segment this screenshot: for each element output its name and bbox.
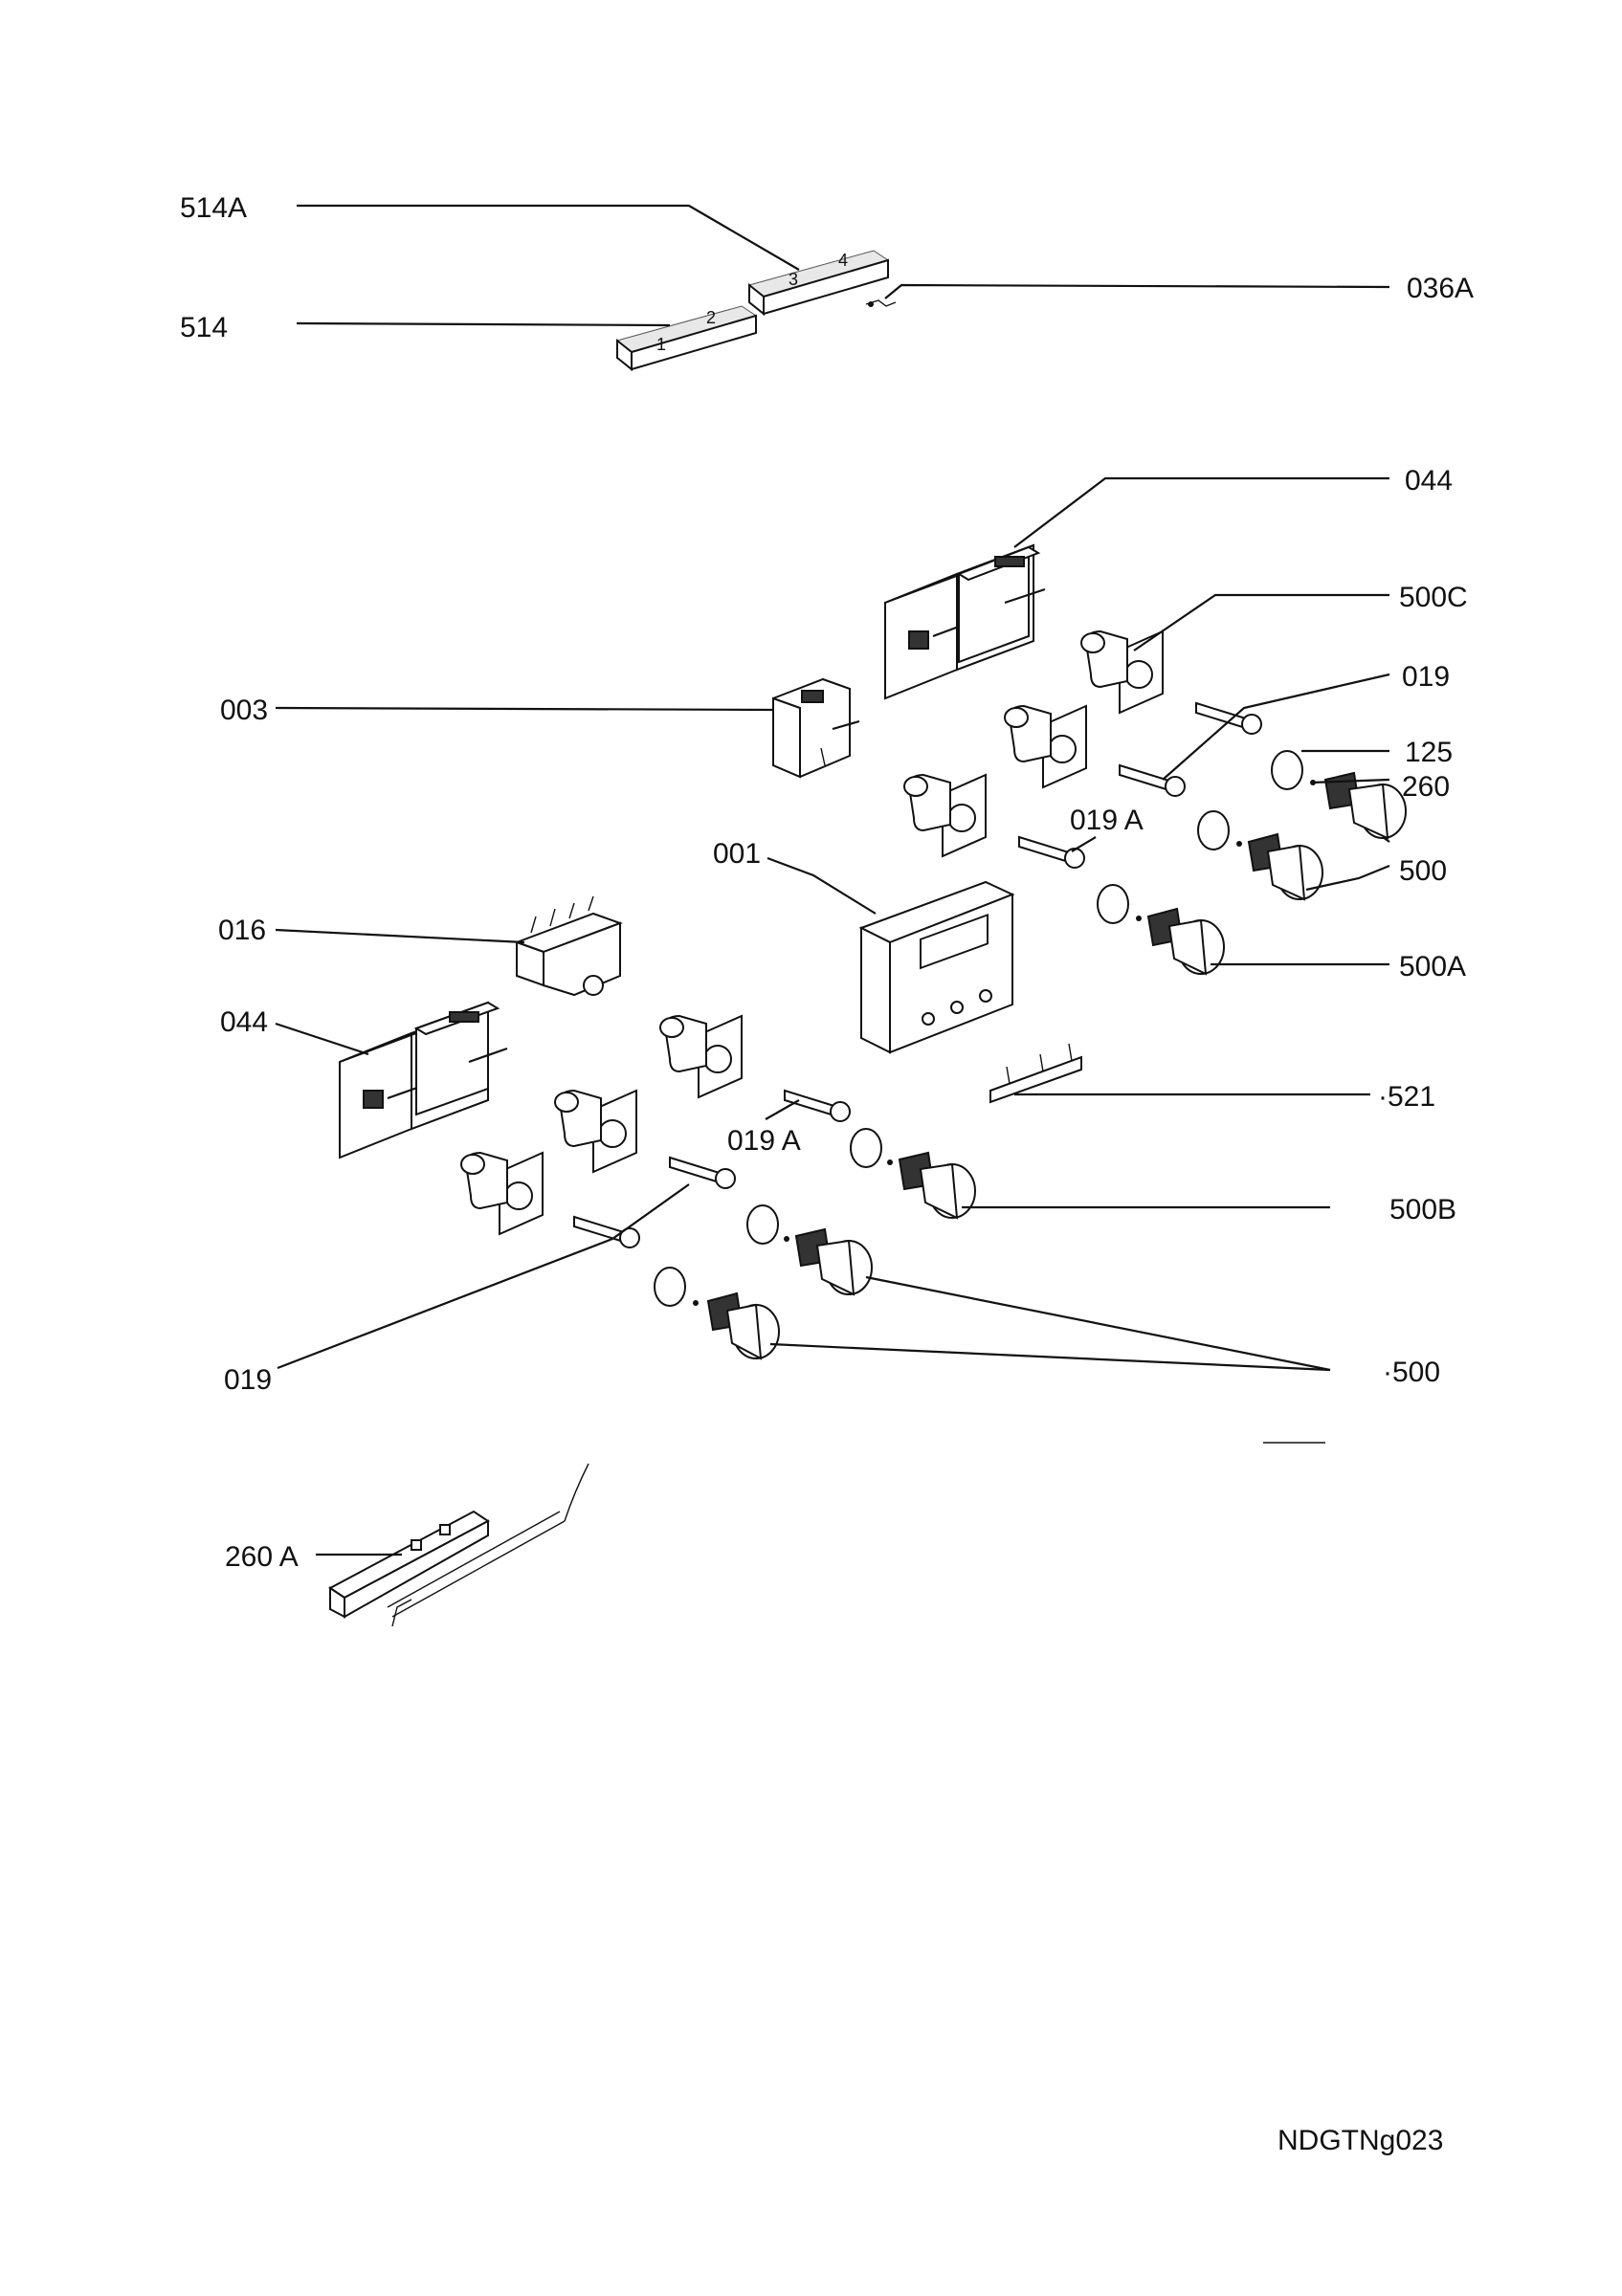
- shaft-019-lower-1: [669, 1156, 736, 1189]
- leader-001: [767, 856, 877, 915]
- shaft-019A-lower: [784, 1089, 851, 1122]
- knob-500-upper-1: [1310, 771, 1407, 840]
- knob-500-upper-2: [1236, 832, 1323, 901]
- leader-044-lower: [275, 1022, 369, 1056]
- leader-500-upper-b: [1382, 836, 1390, 843]
- bracket-260A: [328, 1463, 589, 1627]
- terminal-block-514A: 3 4: [747, 250, 890, 317]
- ring-upper-2: [1197, 810, 1230, 850]
- label-500B: 500B: [1389, 1194, 1456, 1225]
- label-500C: 500C: [1399, 582, 1468, 613]
- label-019-upper: 019: [1402, 661, 1450, 693]
- ring-125: [1271, 750, 1303, 790]
- terminal-cap-1: 1: [656, 335, 666, 354]
- leader-019-upper: [1162, 673, 1390, 781]
- rotary-switch-044-upper-b: [956, 545, 1046, 664]
- indicator-strip-521: [989, 1043, 1082, 1104]
- leader-500-lower-b: [769, 1342, 1331, 1372]
- terminal-block-514: 1 2: [615, 305, 758, 372]
- label-514A: 514A: [180, 192, 247, 224]
- leader-260: [1310, 778, 1390, 784]
- label-019A-upper: 019 A: [1070, 805, 1144, 836]
- energy-regulator-003: [772, 677, 860, 779]
- lamp-holder-lower-1: [659, 1014, 743, 1099]
- wire-clip-036A: [865, 299, 897, 307]
- leader-003: [275, 706, 774, 712]
- knob-500A: [1136, 907, 1225, 976]
- diagram-code: NDGTNg023: [1278, 2125, 1443, 2156]
- label-260A: 260 A: [225, 1541, 299, 1573]
- leader-019-lower: [277, 1183, 690, 1370]
- shaft-019-upper-2: [1119, 763, 1186, 797]
- timer-module-001: [858, 880, 1015, 1054]
- lamp-holder-upper-3: [903, 773, 987, 858]
- leader-016: [275, 928, 525, 944]
- label-521: ·521: [1378, 1081, 1435, 1113]
- leader-514A: [297, 204, 800, 271]
- label-514: 514: [180, 312, 228, 343]
- lamp-holder-lower-3: [460, 1151, 544, 1236]
- label-500-lower: ·500: [1383, 1357, 1440, 1388]
- label-001: 001: [713, 838, 761, 870]
- label-044-upper: 044: [1405, 465, 1453, 497]
- knob-500-lower-2: [693, 1292, 780, 1360]
- ring-lower-2: [746, 1204, 779, 1245]
- terminal-cap-2: 2: [706, 308, 716, 327]
- shaft-019-upper-1: [1195, 701, 1262, 735]
- label-036A: 036A: [1407, 273, 1474, 304]
- selector-switch-016: [514, 895, 623, 997]
- label-044-lower: 044: [220, 1006, 268, 1038]
- knob-500B: [887, 1151, 976, 1220]
- shaft-019-lower-2: [573, 1215, 640, 1248]
- label-019-lower: 019: [224, 1364, 272, 1396]
- leader-500-upper: [1305, 864, 1390, 892]
- leader-036A: [884, 283, 1390, 299]
- label-016: 016: [218, 915, 266, 946]
- lamp-holder-upper-2: [1004, 704, 1087, 789]
- ring-upper-3: [1097, 884, 1129, 924]
- label-500A: 500A: [1399, 951, 1466, 982]
- label-003: 003: [220, 695, 268, 726]
- leader-019A-upper: [1071, 836, 1097, 852]
- ring-lower-1: [850, 1128, 882, 1168]
- rotary-switch-044-lower-b: [413, 1001, 508, 1116]
- terminal-cap-4: 4: [838, 251, 848, 270]
- label-019A-lower: 019 A: [727, 1125, 801, 1157]
- leader-500-lower-a: [865, 1275, 1331, 1372]
- ring-lower-3: [654, 1267, 686, 1307]
- leader-514: [296, 321, 671, 327]
- lamp-holder-lower-2: [554, 1089, 637, 1174]
- terminal-cap-3: 3: [789, 270, 798, 289]
- label-260: 260: [1402, 771, 1450, 803]
- lamp-holder-upper-1: [1080, 629, 1164, 715]
- shaft-019A-upper: [1018, 835, 1085, 869]
- leader-500C: [1133, 593, 1389, 651]
- label-500-upper: 500: [1399, 855, 1447, 887]
- leader-019A-lower: [765, 1099, 800, 1120]
- label-125: 125: [1405, 737, 1453, 768]
- leader-044-upper: [1013, 476, 1389, 548]
- knob-500-lower-1: [784, 1227, 873, 1296]
